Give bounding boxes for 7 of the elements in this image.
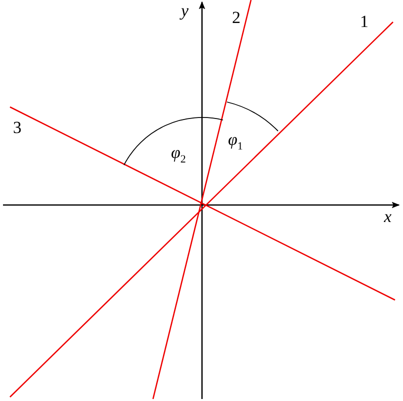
line-number: 3	[13, 119, 22, 136]
angle-label: φ$_{2}$	[171, 144, 186, 166]
axis-label: y	[181, 2, 189, 19]
angle-label: φ$_{1}$	[228, 131, 243, 152]
line-number: 1	[360, 13, 368, 30]
line-number: 2	[232, 9, 240, 26]
axis-label: x	[384, 208, 392, 225]
